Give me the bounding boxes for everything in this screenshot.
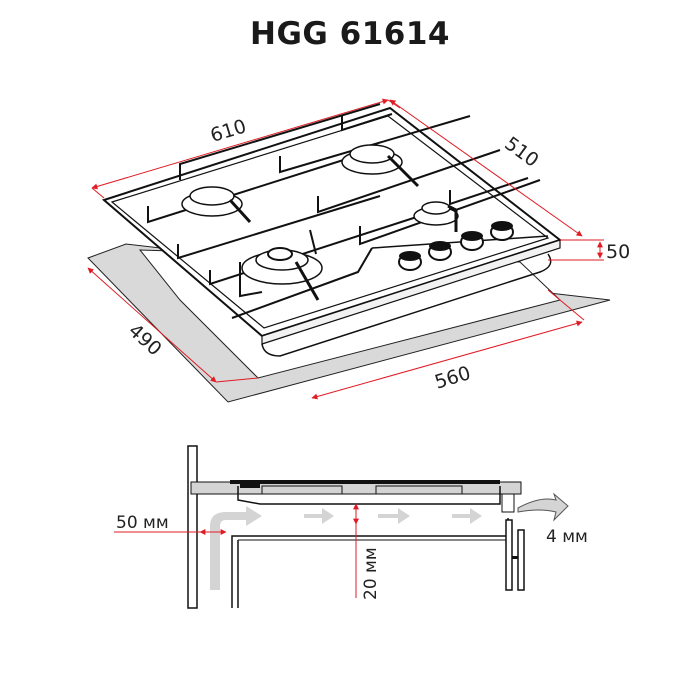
airflow-arrow-out — [517, 492, 569, 522]
depth-label: 510 — [500, 133, 542, 172]
wall — [187, 445, 198, 609]
airflow-arrow-right-2 — [378, 508, 410, 524]
burner-rear-left — [181, 186, 252, 224]
dimension-lines — [87, 98, 604, 400]
height-label: 50 — [606, 241, 630, 263]
cutout-width-label: 560 — [432, 362, 473, 394]
back-gap-label: 4 мм — [546, 527, 588, 547]
airflow-arrows — [210, 492, 569, 590]
burner-front-left-wok — [241, 247, 323, 301]
knob-3 — [460, 231, 484, 251]
airflow-arrow-right-3 — [452, 508, 482, 524]
model-title: HGG 61614 — [250, 16, 450, 52]
width-label: 610 — [208, 115, 249, 147]
air-gap-label: 20 мм — [361, 547, 381, 600]
knob-4 — [490, 221, 514, 241]
knob-2 — [428, 241, 452, 261]
section-dimension-lines — [114, 503, 359, 598]
section-view — [187, 445, 525, 609]
airflow-arrow-up — [210, 506, 262, 590]
knob-1 — [398, 251, 422, 271]
airflow-arrow-right-1 — [304, 508, 334, 524]
wall-gap-label: 50 мм — [116, 513, 169, 533]
